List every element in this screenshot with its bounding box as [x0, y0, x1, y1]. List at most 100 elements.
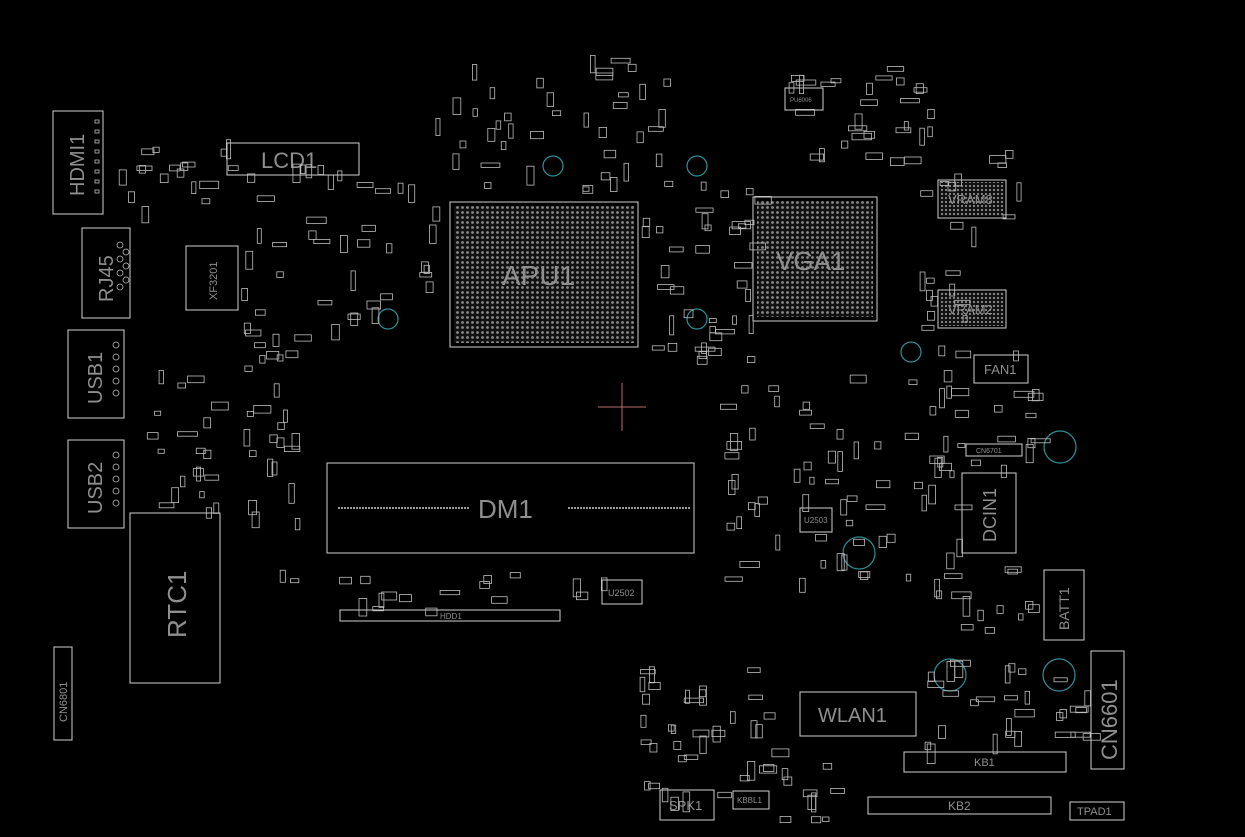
smd-part	[347, 313, 361, 320]
smd-part	[158, 370, 164, 385]
smd-part	[720, 403, 738, 410]
smd-part	[997, 162, 1007, 168]
smd-part	[866, 82, 873, 95]
smd-part	[919, 127, 925, 146]
xf3201-component[interactable]: XF3201	[185, 245, 239, 311]
smd-part	[950, 659, 971, 667]
smd-part	[841, 140, 849, 149]
smd-part	[971, 226, 977, 248]
smd-part	[177, 382, 186, 389]
spk1-connector[interactable]: SPK1	[659, 789, 715, 821]
dm1-slot[interactable]: DM1	[326, 462, 695, 554]
smd-part	[853, 441, 859, 460]
smd-part	[199, 180, 220, 189]
smd-part	[276, 354, 284, 362]
smd-part	[896, 77, 905, 86]
rj45-connector[interactable]: RJ45	[81, 227, 131, 319]
smd-part	[397, 182, 404, 194]
cn6801-connector[interactable]: CN6801	[53, 646, 73, 741]
fan1-label: FAN1	[984, 362, 1017, 377]
smd-part	[648, 782, 660, 790]
smd-part	[949, 283, 956, 297]
apu1-chip[interactable]: APU1	[449, 201, 639, 348]
smd-part	[159, 173, 169, 184]
smd-part	[938, 725, 946, 739]
smd-part	[934, 457, 942, 478]
smd-part	[204, 474, 220, 481]
smd-part	[781, 768, 789, 781]
smd-part	[308, 230, 317, 240]
smd-part	[853, 538, 865, 546]
fan1-connector[interactable]: FAN1	[973, 354, 1029, 384]
tpad1-connector[interactable]: TPAD1	[1069, 801, 1125, 821]
kb2-connector[interactable]: KB2	[867, 796, 1052, 815]
smd-part	[830, 78, 842, 84]
smd-part	[483, 575, 492, 584]
kb1-connector[interactable]: KB1	[903, 751, 1067, 773]
vram8-label: VRAM8	[948, 192, 993, 207]
rtc1-component[interactable]: RTC1	[129, 512, 221, 684]
batt1-connector[interactable]: BATT1	[1043, 569, 1085, 641]
smd-part	[955, 350, 972, 359]
kbbl1-connector[interactable]: KBBL1	[732, 790, 770, 810]
u2503-chip[interactable]: U2503	[799, 507, 833, 533]
smd-part	[809, 476, 815, 485]
smd-part	[977, 609, 984, 622]
smd-part	[876, 480, 891, 489]
smd-part	[610, 57, 631, 64]
smd-part	[196, 466, 201, 482]
smd-part	[744, 219, 755, 225]
wlan1-slot[interactable]: WLAN1	[799, 691, 917, 737]
smd-part	[211, 401, 229, 411]
vram8-chip[interactable]: VRAM8	[937, 179, 1007, 219]
smd-part	[245, 250, 254, 270]
smd-part	[984, 627, 996, 634]
smd-part	[248, 450, 257, 458]
smd-part	[859, 571, 869, 580]
smd-part	[636, 131, 644, 144]
smd-part	[1053, 677, 1068, 683]
smd-part	[658, 109, 666, 128]
smd-part	[738, 223, 747, 229]
smd-part	[956, 538, 963, 558]
usb1-connector[interactable]: USB1	[67, 329, 125, 419]
smd-part	[642, 693, 650, 705]
lcd-connector[interactable]: LCD1	[226, 142, 360, 176]
smd-part	[157, 448, 165, 454]
smd-part	[745, 288, 752, 302]
cn6701-connector[interactable]: CN6701	[965, 443, 1023, 457]
u2502-chip[interactable]: U2502	[601, 579, 643, 605]
smd-part	[763, 764, 775, 772]
vga1-chip[interactable]: VGA1	[752, 196, 878, 322]
smd-part	[429, 224, 437, 244]
smd-part	[487, 127, 496, 142]
dcin1-connector[interactable]: DCIN1	[961, 472, 1017, 554]
smd-part	[380, 293, 393, 301]
smd-part	[878, 535, 887, 548]
smd-part	[500, 141, 507, 151]
smd-part	[924, 741, 932, 751]
smd-part	[201, 198, 211, 205]
smd-part	[317, 164, 324, 175]
smd-part	[480, 162, 501, 168]
smd-part	[154, 410, 162, 416]
smd-part	[1000, 464, 1007, 478]
smd-part	[660, 265, 670, 279]
smd-part	[799, 577, 806, 593]
smd-part	[603, 149, 617, 159]
smd-part	[840, 499, 848, 516]
smd-part	[669, 286, 685, 295]
cn6601-connector[interactable]: CN6601	[1090, 650, 1125, 770]
smd-part	[546, 92, 554, 107]
hdd1-connector[interactable]: HDD1	[339, 609, 561, 622]
smd-part	[1014, 709, 1035, 718]
hdmi-connector[interactable]: HDMI1	[52, 110, 104, 215]
usb2-connector[interactable]: USB2	[67, 439, 125, 529]
smd-part	[858, 571, 871, 578]
vram2-chip[interactable]: VRAM2	[937, 289, 1007, 329]
smd-part	[954, 504, 973, 511]
smd-part	[692, 729, 710, 738]
smd-part	[639, 83, 646, 100]
smd-part	[439, 590, 461, 596]
